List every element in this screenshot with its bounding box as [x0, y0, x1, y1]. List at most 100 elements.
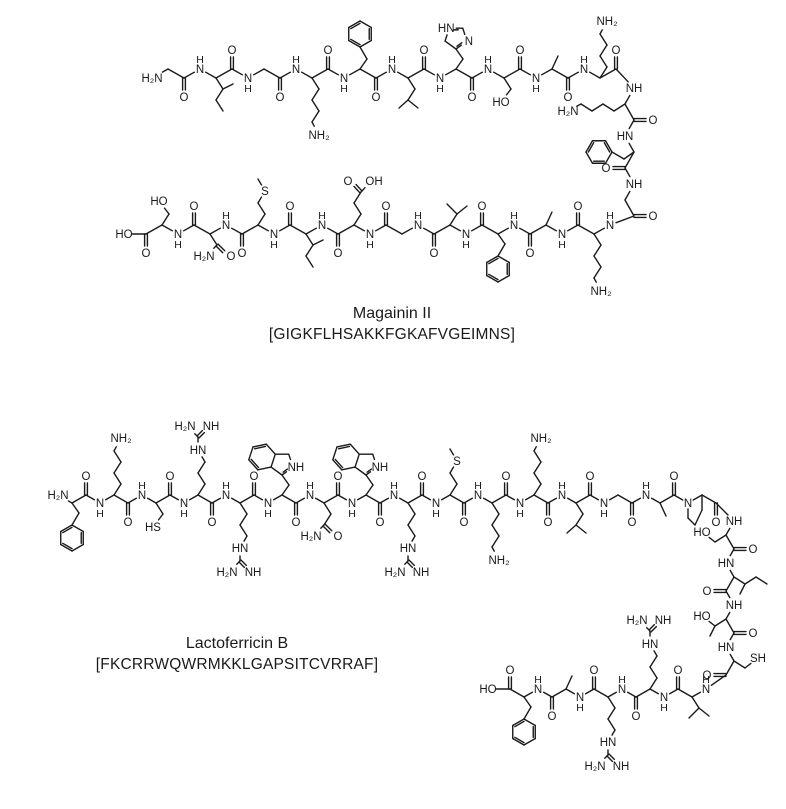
bond — [547, 497, 558, 504]
bond — [486, 274, 499, 283]
bond — [491, 524, 500, 537]
bond — [204, 71, 217, 79]
bond — [455, 68, 473, 79]
magainin-caption: Magainin II [GIGKFLHSAKKFGKAFVGEIMNS] — [269, 303, 515, 345]
bond — [524, 494, 535, 501]
bond — [755, 576, 768, 585]
bond — [714, 534, 727, 543]
atom-label: O — [674, 665, 683, 677]
atom-label: H₂N — [584, 761, 605, 773]
lactoferricin-title: Lactoferricin B — [185, 635, 289, 652]
atom-label: O — [586, 471, 595, 483]
atom-label: O — [190, 201, 199, 213]
atom-label: H — [318, 210, 326, 222]
atom-label: N — [390, 490, 398, 502]
bond — [243, 535, 248, 542]
bond — [446, 203, 458, 215]
atom-label: HO — [479, 684, 496, 696]
bond — [566, 224, 579, 232]
atom-label: O — [602, 163, 611, 175]
bond — [253, 445, 267, 450]
bond — [365, 484, 374, 496]
atom-label: O — [749, 628, 758, 640]
bond — [248, 459, 259, 471]
bond — [533, 483, 542, 496]
bond — [374, 224, 387, 232]
bond — [230, 497, 241, 504]
atom-label: O — [228, 45, 237, 57]
bond — [281, 471, 288, 476]
bond — [505, 494, 516, 501]
atom-label: H — [180, 508, 188, 520]
atom-label: NH — [613, 761, 630, 773]
bond — [673, 494, 684, 501]
bond — [744, 576, 757, 585]
bond — [71, 543, 84, 552]
atom-label: H — [558, 239, 566, 251]
atom-label: O — [430, 248, 439, 260]
bond — [585, 151, 594, 164]
bond — [523, 706, 532, 720]
bond — [407, 494, 423, 504]
bond — [599, 55, 608, 68]
bond — [449, 483, 458, 496]
bond — [365, 471, 372, 476]
atom-label: H — [390, 480, 398, 492]
atom-label: H — [222, 480, 230, 492]
bond — [585, 140, 594, 153]
bond — [353, 202, 362, 215]
bond — [648, 623, 656, 631]
bond — [407, 524, 416, 537]
bond — [584, 688, 595, 695]
bond — [650, 497, 661, 504]
atom-label: H — [642, 480, 650, 492]
bond — [282, 468, 289, 473]
bond — [540, 68, 553, 76]
bond — [519, 68, 532, 76]
bond — [113, 450, 122, 463]
bond — [449, 494, 465, 504]
atom-label: O — [250, 471, 259, 483]
bond — [155, 502, 164, 515]
bond — [365, 474, 374, 486]
bond — [440, 494, 451, 501]
bond — [709, 625, 716, 637]
bond — [349, 443, 360, 455]
atom-label: N — [576, 692, 584, 704]
atom-label: O — [506, 665, 515, 677]
atom-label: HO — [150, 196, 167, 208]
bond — [449, 466, 455, 474]
atom-label: H — [436, 83, 444, 95]
bond — [222, 83, 234, 90]
bond — [337, 494, 348, 501]
bond — [215, 88, 224, 101]
atom-label: HO — [693, 611, 710, 623]
atom-label: HN — [642, 639, 659, 651]
atom-label: N — [306, 490, 314, 502]
bond — [215, 77, 224, 90]
bond — [688, 707, 700, 719]
bond — [577, 224, 595, 235]
bond — [113, 472, 122, 485]
bond — [334, 458, 344, 469]
bond — [324, 523, 333, 532]
bond — [300, 71, 313, 79]
bond — [337, 224, 355, 235]
bond — [104, 494, 115, 501]
atom-label: HS — [145, 522, 161, 534]
bond — [455, 48, 464, 60]
bond — [575, 502, 584, 515]
bond — [449, 472, 458, 485]
bond — [161, 68, 169, 73]
bond — [733, 576, 746, 585]
bond — [323, 502, 332, 515]
bond — [209, 227, 222, 235]
bond — [587, 142, 595, 153]
bond — [311, 99, 320, 112]
atom-label: H₂N — [47, 490, 68, 502]
atom-label: H — [138, 480, 146, 492]
bond — [423, 68, 436, 76]
bond — [488, 273, 499, 281]
bond — [406, 561, 414, 569]
